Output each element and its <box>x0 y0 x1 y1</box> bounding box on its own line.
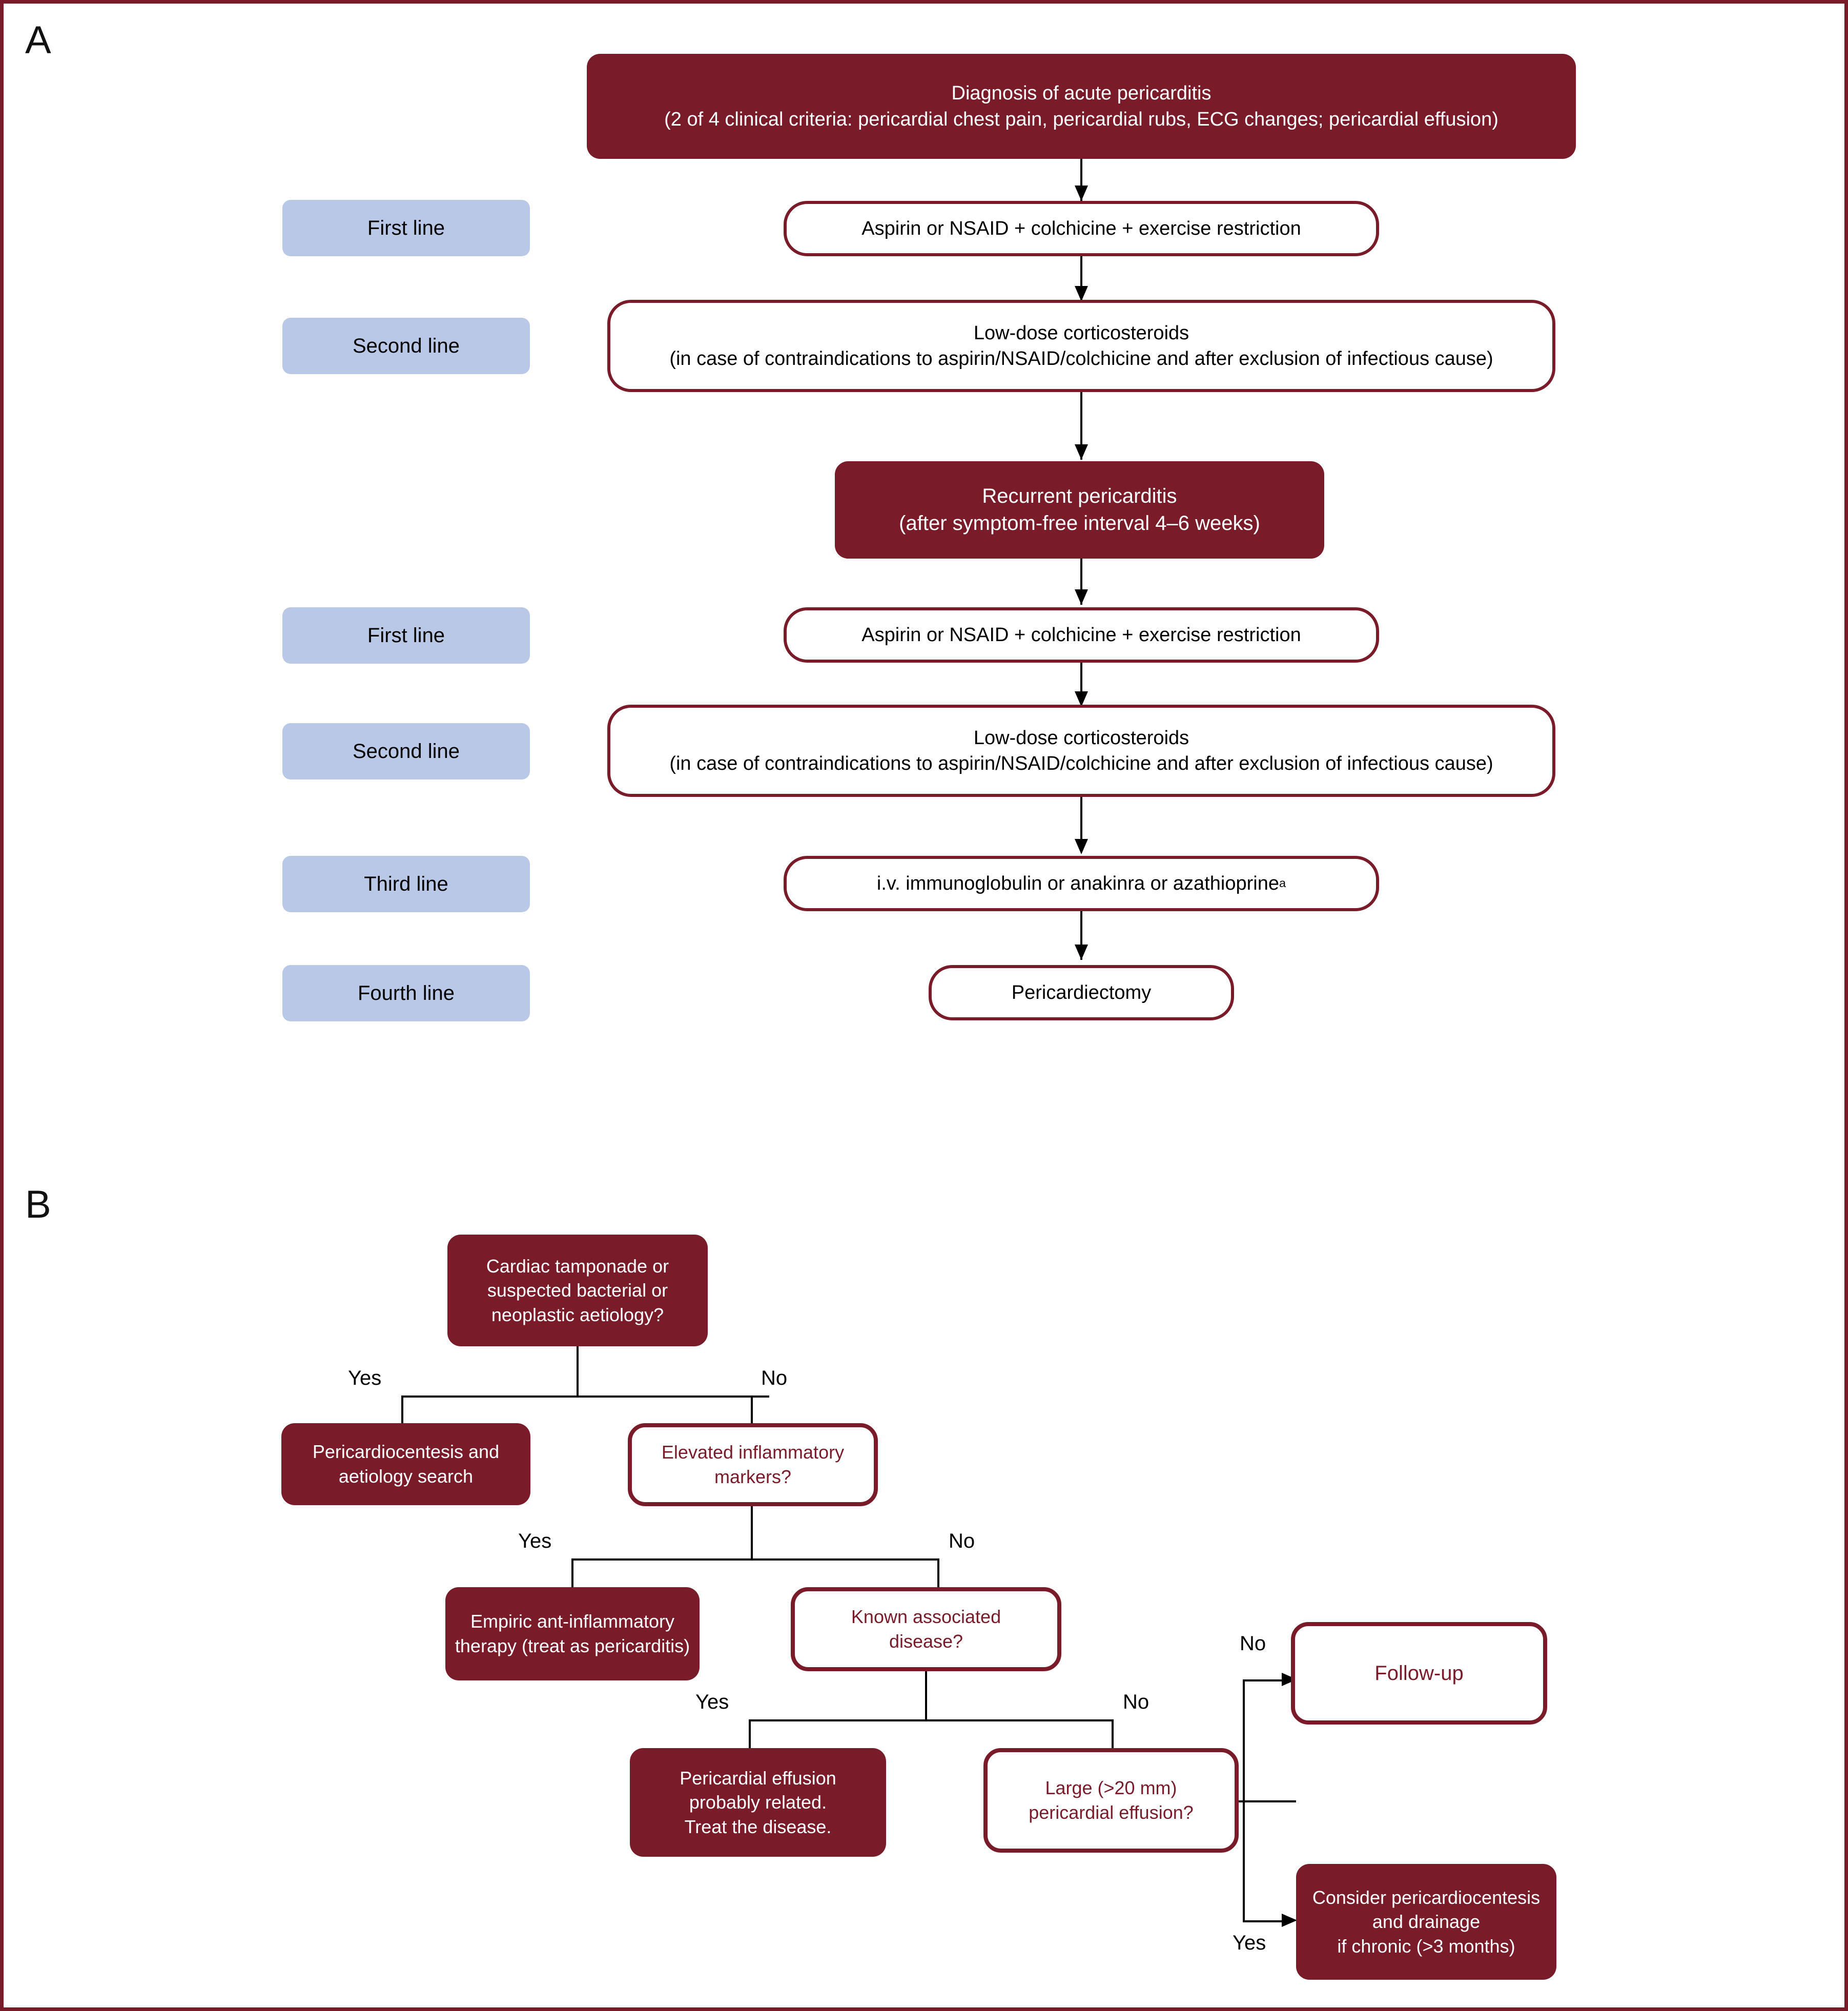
node-pericardiocentesis-aetiology-search: Pericardiocentesis and aetiology search <box>281 1423 530 1505</box>
edge-label-markers-yes: Yes <box>518 1530 552 1552</box>
node-inflammatory-markers-question: Elevated inflammatory markers? <box>628 1423 878 1506</box>
arrowhead-first-to-second-line <box>1075 286 1088 301</box>
connector-third-to-fourth-line <box>1080 911 1082 960</box>
connector-markers-split <box>572 1558 939 1561</box>
node-fourth-line-therapy: Pericardiectomy <box>929 965 1234 1020</box>
label-fourth-line: Fourth line <box>282 965 530 1021</box>
node-tamponade-question: Cardiac tamponade or suspected bacterial… <box>447 1235 708 1346</box>
connector-known-disease-stem <box>925 1671 927 1720</box>
arrowhead-to-consider-drainage <box>1282 1914 1297 1927</box>
label-first-line-2: First line <box>282 607 530 664</box>
edge-label-known-disease-yes: Yes <box>695 1691 729 1713</box>
connector-diagnosis-to-first-line <box>1080 159 1082 201</box>
connector-known-disease-split <box>750 1719 1114 1721</box>
arrowhead-second-to-third-line <box>1075 839 1088 854</box>
panel-letter-a: A <box>25 18 51 62</box>
arrowhead-first-to-second-line-2 <box>1075 691 1088 707</box>
arrowhead-recurrent-to-first-line-2 <box>1075 589 1088 605</box>
connector-tamponade-yes <box>401 1396 403 1443</box>
panel-letter-b: B <box>25 1183 51 1226</box>
connector-to-follow-up <box>1243 1679 1288 1681</box>
third-line-therapy-text: i.v. immunoglobulin or anakinra or azath… <box>876 872 1279 894</box>
connector-first-to-second-line-2 <box>1080 663 1082 707</box>
node-diagnosis-acute-pericarditis: Diagnosis of acute pericarditis (2 of 4 … <box>587 54 1576 159</box>
node-effusion-probably-related: Pericardial effusion probably related. T… <box>630 1748 886 1857</box>
node-consider-drainage: Consider pericardiocentesis and drainage… <box>1296 1864 1556 1980</box>
label-first-line-1: First line <box>282 200 530 256</box>
node-second-line-therapy-2: Low-dose corticosteroids (in case of con… <box>607 705 1555 797</box>
connector-tamponade-stem <box>577 1346 579 1397</box>
connector-known-disease-yes <box>749 1719 751 1767</box>
connector-large-effusion-up <box>1243 1680 1245 1801</box>
node-empiric-therapy: Empiric ant-inflammatory therapy (treat … <box>445 1587 700 1680</box>
node-first-line-therapy-1: Aspirin or NSAID + colchicine + exercise… <box>784 201 1379 256</box>
connector-known-disease-no <box>1112 1719 1114 1767</box>
connector-recurrent-to-first-line-2 <box>1080 559 1082 605</box>
connector-markers-yes <box>571 1558 573 1606</box>
connector-markers-no <box>937 1558 939 1606</box>
edge-label-large-effusion-no: No <box>1240 1632 1266 1655</box>
node-known-disease-question: Known associated disease? <box>791 1587 1061 1671</box>
third-line-therapy-footnote-marker: a <box>1279 876 1286 890</box>
connector-to-consider-drainage <box>1243 1920 1288 1922</box>
connector-tamponade-no <box>751 1396 753 1443</box>
connector-large-effusion-down <box>1243 1800 1245 1921</box>
node-first-line-therapy-2: Aspirin or NSAID + colchicine + exercise… <box>784 607 1379 663</box>
connector-large-effusion-exit <box>1239 1800 1296 1802</box>
arrowhead-second-line-to-recurrent <box>1075 444 1088 460</box>
node-third-line-therapy: i.v. immunoglobulin or anakinra or azath… <box>784 856 1379 911</box>
edge-label-markers-no: No <box>949 1530 975 1552</box>
label-third-line: Third line <box>282 856 530 912</box>
connector-markers-stem <box>751 1506 753 1559</box>
edge-label-large-effusion-yes: Yes <box>1233 1932 1266 1954</box>
node-follow-up: Follow-up <box>1291 1622 1547 1725</box>
edge-label-tamponade-no: No <box>761 1367 788 1389</box>
edge-label-tamponade-yes: Yes <box>348 1367 382 1389</box>
label-second-line-1: Second line <box>282 318 530 374</box>
connector-tamponade-split <box>402 1396 769 1398</box>
arrowhead-diagnosis-to-first-line <box>1075 186 1088 201</box>
connector-first-to-second-line <box>1080 256 1082 301</box>
connector-second-line-to-recurrent <box>1080 392 1082 460</box>
node-large-effusion-question: Large (>20 mm) pericardial effusion? <box>983 1748 1239 1853</box>
connector-second-to-third-line <box>1080 797 1082 852</box>
edge-label-known-disease-no: No <box>1123 1691 1149 1713</box>
node-recurrent-pericarditis: Recurrent pericarditis (after symptom-fr… <box>835 461 1324 559</box>
node-second-line-therapy-1: Low-dose corticosteroids (in case of con… <box>607 300 1555 392</box>
label-second-line-2: Second line <box>282 723 530 779</box>
arrowhead-third-to-fourth-line <box>1075 945 1088 960</box>
